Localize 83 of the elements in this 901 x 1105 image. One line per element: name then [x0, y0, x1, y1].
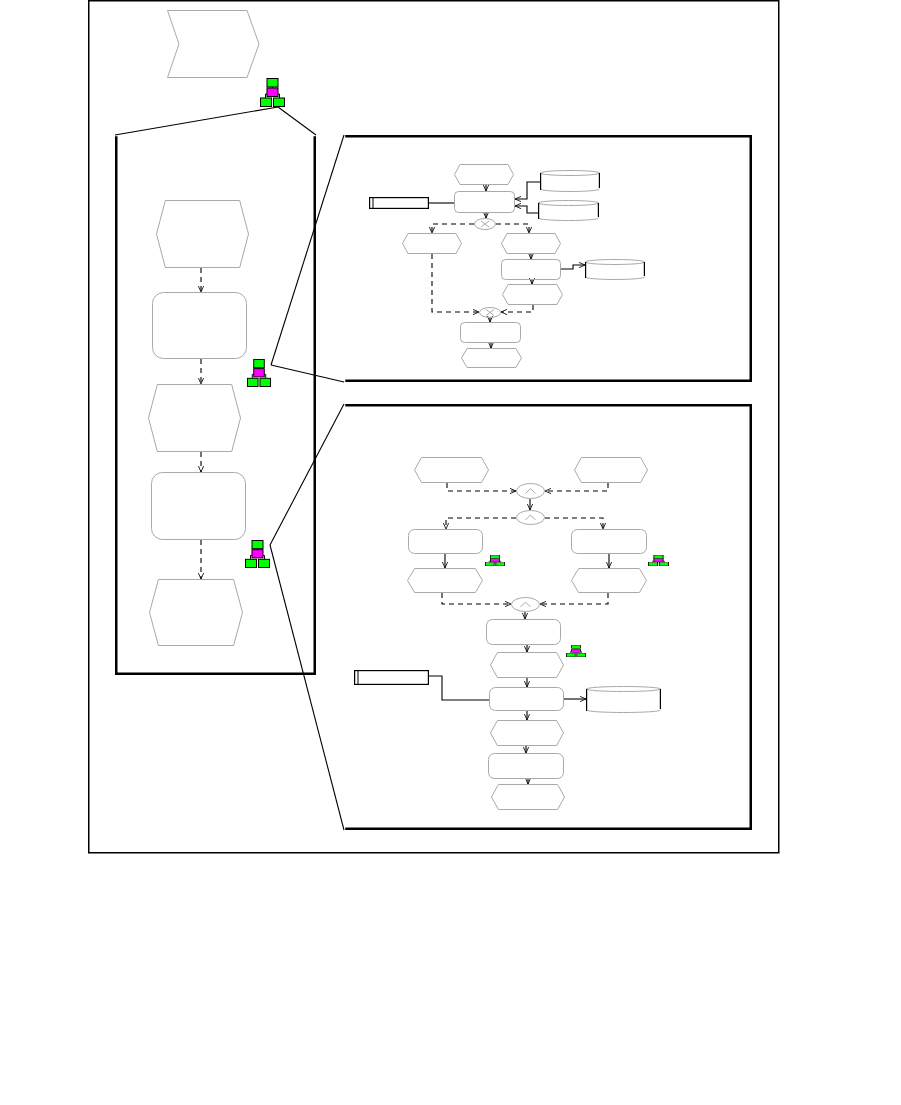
arrow — [560, 261, 586, 270]
arrow — [563, 695, 587, 703]
connector-line — [114, 106, 279, 136]
function-box — [501, 259, 561, 280]
database-cylinder — [585, 259, 645, 280]
hierarchy-icon — [648, 555, 669, 566]
database-cylinder — [586, 686, 661, 713]
connector-line — [269, 544, 345, 831]
event-hexagon — [502, 284, 563, 305]
arrow — [523, 710, 531, 721]
arrow — [527, 252, 535, 260]
and-connector — [511, 597, 540, 612]
and-connector — [516, 510, 545, 525]
event-hexagon — [571, 568, 647, 593]
dashed-arrow — [446, 482, 517, 495]
arrow — [441, 553, 449, 569]
dashed-arrow — [428, 223, 475, 234]
event-hexagon — [414, 457, 489, 483]
dashed-arrow — [197, 267, 205, 293]
dashed-arrow — [431, 253, 480, 316]
connector-line — [277, 106, 317, 136]
function-box — [408, 529, 483, 554]
arrow — [526, 498, 534, 511]
dashed-arrow — [544, 517, 607, 530]
event-hexagon — [490, 652, 564, 678]
connector-line — [269, 403, 345, 546]
hierarchy-icon — [566, 645, 586, 657]
dashed-arrow — [500, 304, 534, 316]
hierarchy-icon — [260, 78, 285, 107]
detail-panel — [115, 135, 316, 675]
database-cylinder — [540, 170, 600, 192]
arrow — [482, 184, 490, 192]
org-unit-bar — [354, 670, 429, 685]
connector-line — [428, 202, 455, 204]
event-hexagon — [402, 233, 462, 254]
connector-line — [270, 364, 345, 383]
arrow — [514, 181, 541, 203]
hierarchy-icon — [245, 540, 270, 568]
arrow — [521, 611, 529, 620]
event-hexagon — [461, 348, 522, 368]
dashed-arrow — [197, 539, 205, 580]
event-hexagon — [149, 579, 243, 646]
function-box — [489, 687, 564, 711]
arrow — [482, 211, 490, 219]
arrow — [523, 677, 531, 688]
function-box — [454, 191, 515, 213]
detail-panel — [344, 404, 752, 830]
event-hexagon — [491, 784, 565, 810]
arrow — [528, 277, 536, 285]
function-box — [486, 619, 561, 645]
hierarchy-icon — [247, 359, 271, 387]
function-box — [488, 753, 564, 779]
arrow — [523, 644, 531, 653]
function-box — [571, 529, 647, 554]
dashed-arrow — [197, 358, 205, 385]
event-hexagon — [574, 457, 648, 483]
arrow — [486, 315, 494, 323]
event-hexagon — [148, 384, 241, 452]
detail-panel — [344, 135, 752, 382]
xor-connector — [479, 307, 501, 318]
dashed-arrow — [495, 223, 533, 234]
connector-line — [428, 675, 490, 701]
event-hexagon — [407, 568, 483, 593]
xor-connector — [474, 218, 496, 230]
connector-line — [270, 134, 345, 366]
function-box — [152, 292, 247, 359]
arrow — [514, 202, 539, 214]
arrow — [522, 745, 530, 754]
value-chain-chevron — [167, 10, 259, 78]
database-cylinder — [538, 200, 599, 221]
event-hexagon — [454, 164, 514, 185]
arrow — [524, 777, 532, 785]
and-connector — [516, 483, 545, 499]
dashed-arrow — [539, 592, 609, 608]
org-unit-bar — [369, 197, 429, 209]
arrow — [487, 341, 495, 349]
function-box — [151, 472, 246, 540]
function-box — [460, 322, 521, 343]
event-hexagon — [490, 720, 564, 746]
event-hexagon — [156, 200, 249, 268]
event-hexagon — [501, 233, 561, 254]
arrow — [605, 553, 613, 569]
hierarchy-icon — [485, 555, 505, 566]
